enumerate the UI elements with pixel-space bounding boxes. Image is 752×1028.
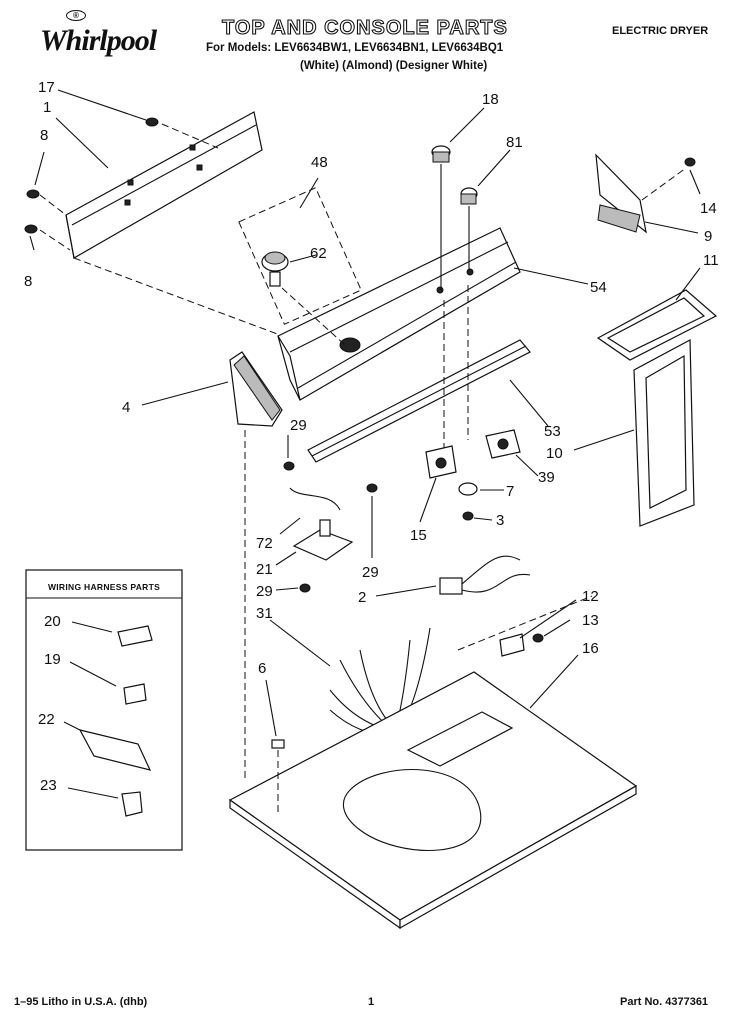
- connector-23: [121, 791, 143, 817]
- callout-81: 81: [506, 134, 523, 151]
- timer-21: [292, 519, 354, 561]
- switch-15: [425, 445, 457, 479]
- callout-53: 53: [544, 423, 561, 440]
- callout-2: 2: [358, 589, 366, 606]
- connector-22: [78, 729, 152, 771]
- screw-29-c: [299, 583, 311, 593]
- screw-14: [684, 157, 696, 167]
- harness-2: [439, 555, 531, 595]
- screw-8-lower: [24, 224, 38, 234]
- callout-7: 7: [506, 483, 514, 500]
- callout-10: 10: [546, 445, 563, 462]
- callout-72: 72: [256, 535, 273, 552]
- rear-console-panel: [65, 111, 263, 259]
- whirlpool-logo: Whirlpool: [40, 24, 157, 57]
- lint-filter-cover: [596, 289, 718, 361]
- page-number: 1: [368, 996, 375, 1008]
- callout-8-lower: 8: [24, 273, 32, 290]
- leader-lines: [29, 89, 701, 737]
- connector-20: [117, 625, 153, 647]
- connector-19: [123, 683, 147, 705]
- screw-8-upper: [26, 189, 40, 199]
- callout-23: 23: [40, 777, 57, 794]
- callout-39: 39: [538, 469, 555, 486]
- console-bracket: [307, 339, 531, 463]
- part-number: Part No. 4377361: [620, 996, 709, 1008]
- screw-3: [462, 511, 474, 521]
- product-type: ELECTRIC DRYER: [612, 25, 709, 37]
- knob-81: [460, 187, 478, 205]
- knob-bushing-7: [458, 482, 478, 496]
- callout-15: 15: [410, 527, 427, 544]
- callout-12: 12: [582, 588, 599, 605]
- callout-29-upper: 29: [290, 417, 307, 434]
- callout-22: 22: [38, 711, 55, 728]
- callout-29-lower: 29: [256, 583, 273, 600]
- callout-8-upper: 8: [40, 127, 48, 144]
- callout-31: 31: [256, 605, 273, 622]
- screw-29-a: [283, 461, 295, 471]
- callout-14: 14: [700, 200, 717, 217]
- console-panel: [277, 227, 521, 401]
- callout-29-middle: 29: [362, 564, 379, 581]
- callout-labels: 17 1 8 8 48 62 18 81 14 9 54 11 4 29 53 …: [24, 79, 719, 794]
- models-line: For Models: LEV6634BW1, LEV6634BN1, LEV6…: [206, 42, 504, 54]
- callout-3: 3: [496, 512, 504, 529]
- callout-62: 62: [310, 245, 327, 262]
- panel-title: WIRING HARNESS PARTS: [48, 582, 160, 592]
- litho-note: 1–95 Litho in U.S.A. (dhb): [14, 996, 148, 1008]
- clip-6: [271, 739, 285, 749]
- callout-11: 11: [703, 252, 719, 269]
- timer-knob: [261, 251, 289, 287]
- callout-6: 6: [258, 660, 266, 677]
- callout-19: 19: [44, 651, 61, 668]
- callout-1: 1: [43, 99, 51, 116]
- callout-54: 54: [590, 279, 607, 296]
- end-cap-right: [595, 153, 647, 234]
- callout-18: 18: [482, 91, 499, 108]
- callout-17: 17: [38, 79, 55, 96]
- whirlpool-logo-emblem: ®: [66, 10, 86, 21]
- screw-17: [145, 117, 159, 127]
- callout-20: 20: [44, 613, 61, 630]
- page-title: TOP AND CONSOLE PARTS: [221, 16, 508, 39]
- screw-29-b: [366, 483, 378, 493]
- end-cap-left: [229, 351, 283, 427]
- knob-18: [431, 145, 451, 163]
- wiring-harness-parts-panel: WIRING HARNESS PARTS: [25, 569, 183, 851]
- clip-12: [499, 633, 525, 657]
- callout-48: 48: [311, 154, 328, 171]
- callout-13: 13: [582, 612, 599, 629]
- callout-21: 21: [256, 561, 273, 578]
- dryer-top: [228, 671, 638, 930]
- colors-line: (White) (Almond) (Designer White): [300, 60, 488, 72]
- callout-16: 16: [582, 640, 599, 657]
- lint-filter: [633, 339, 695, 527]
- switch-39: [485, 429, 521, 459]
- screw-13: [532, 633, 544, 643]
- callout-4: 4: [122, 399, 130, 416]
- callout-9: 9: [704, 228, 712, 245]
